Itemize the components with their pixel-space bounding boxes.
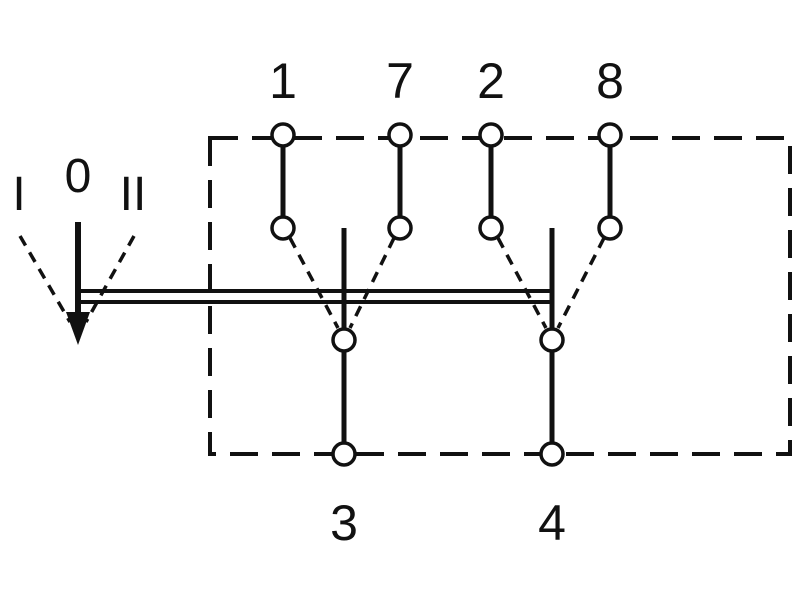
actuator-position-i-dashed <box>18 235 72 323</box>
actuator-arrow <box>66 222 90 345</box>
mechanical-linkage <box>80 289 552 304</box>
switch-housing-outline <box>208 136 792 456</box>
terminal-label-8: 8 <box>596 53 624 109</box>
terminal-8-top <box>597 122 623 148</box>
terminal-7-top <box>387 122 413 148</box>
terminal-1-top <box>270 122 296 148</box>
terminal-label-1: 1 <box>269 53 297 109</box>
terminal-label-4: 4 <box>538 495 566 551</box>
position-label-ii: II <box>120 168 147 221</box>
contact-1 <box>270 215 296 241</box>
terminal-label-3: 3 <box>330 495 358 551</box>
terminal-label-7: 7 <box>386 53 414 109</box>
contact-8 <box>597 215 623 241</box>
contact-2 <box>478 215 504 241</box>
position-label-i: I <box>12 168 25 221</box>
terminal-label-2: 2 <box>477 53 505 109</box>
switch-path-8-4 <box>556 237 606 329</box>
switch-path-2-4 <box>496 237 548 329</box>
switch-path-7-3 <box>348 237 396 329</box>
position-label-0: 0 <box>65 150 92 203</box>
actuator-position-ii-dashed <box>84 235 136 323</box>
terminal-3-bottom <box>331 441 357 467</box>
terminal-4-bottom <box>539 441 565 467</box>
pivot-3 <box>331 327 357 353</box>
pivot-4 <box>539 327 565 353</box>
contact-7 <box>387 215 413 241</box>
switch-path-1-3 <box>288 237 340 329</box>
terminal-2-top <box>478 122 504 148</box>
